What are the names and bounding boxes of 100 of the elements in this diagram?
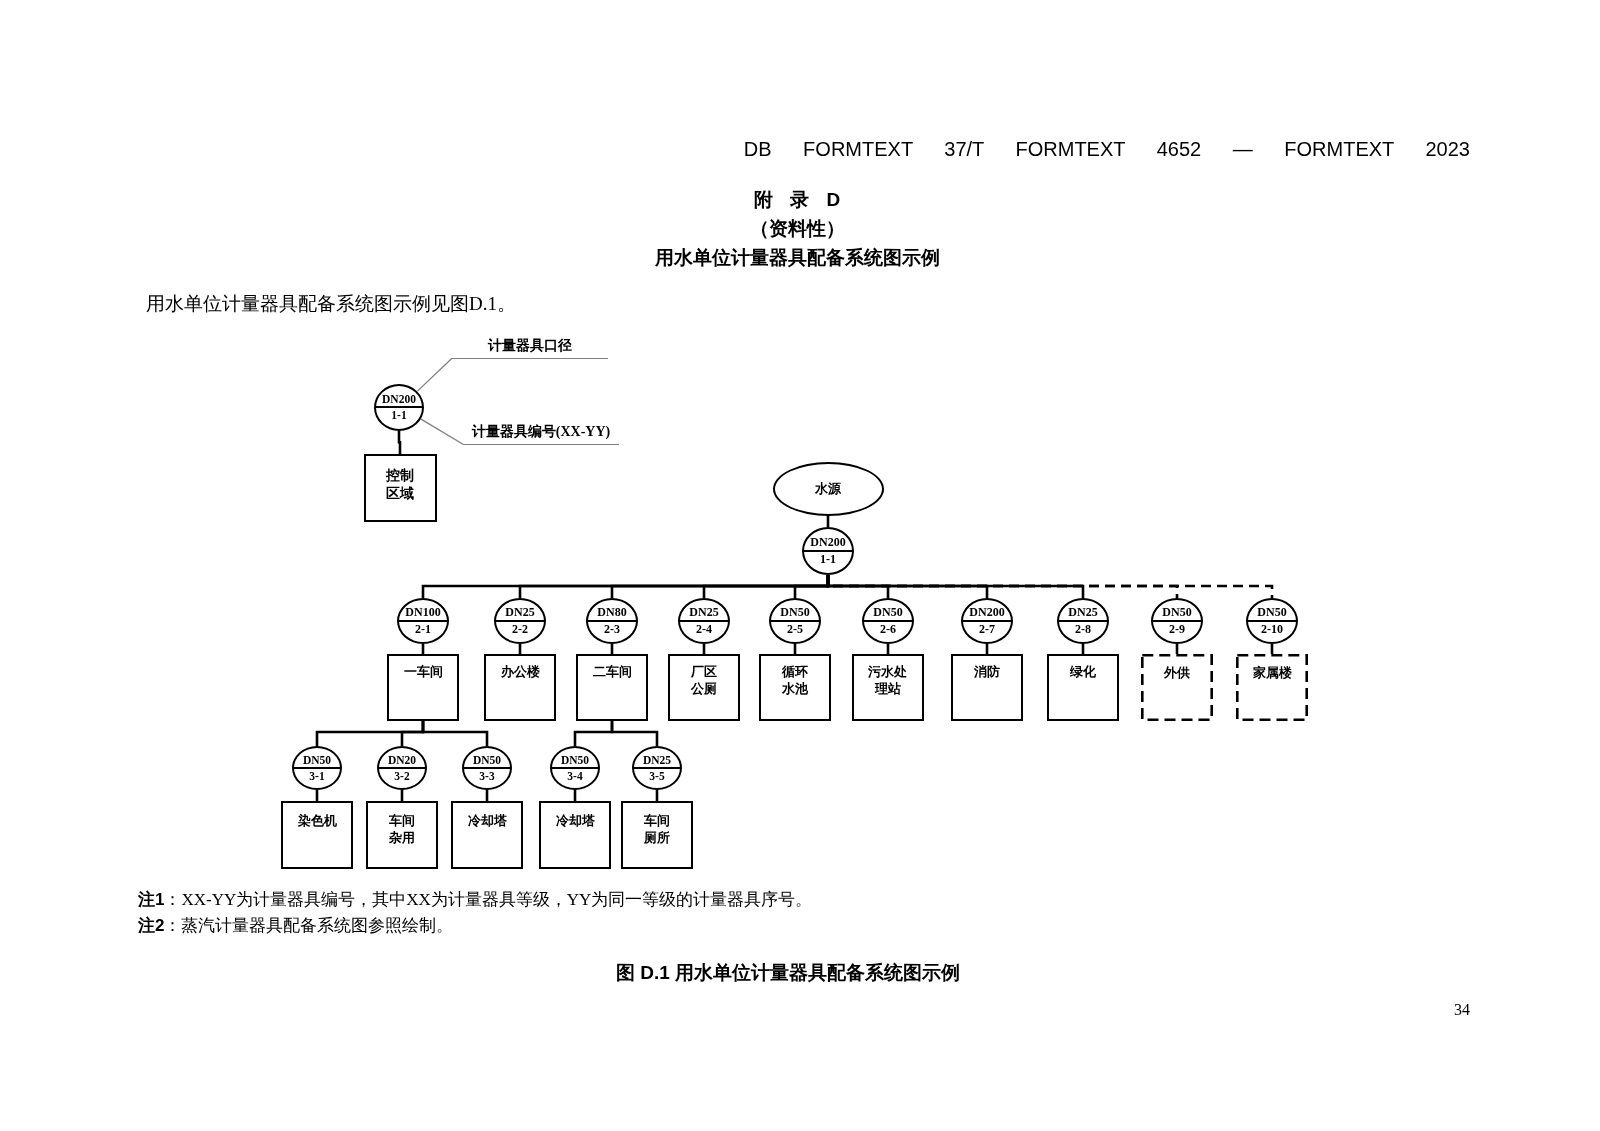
- meter-circle: [678, 598, 730, 644]
- meter-number-text: 1-1: [820, 553, 836, 566]
- area-box: [1047, 654, 1119, 721]
- meter-circle: [802, 527, 854, 575]
- meter-circle: [586, 598, 638, 644]
- pipe-size-text: DN100: [405, 606, 441, 619]
- pipe-size-text: DN50: [1257, 606, 1287, 619]
- area-box: [281, 801, 353, 869]
- meter-number-text: 1-1: [391, 409, 407, 422]
- area-box: [539, 801, 611, 869]
- meter-circle: [550, 746, 600, 790]
- connector-line: [397, 430, 402, 454]
- area-name: 办公楼: [500, 664, 540, 681]
- meter-circle: [397, 598, 449, 644]
- meter-number-text: 3-1: [309, 770, 325, 783]
- area-name: 车间杂用: [388, 813, 416, 847]
- area-name: 冷却塔: [467, 813, 507, 830]
- pipe-size-text: DN80: [597, 606, 627, 619]
- meter-number-text: 2-10: [1261, 623, 1283, 636]
- meter-circle: [494, 598, 546, 644]
- meter-number-text: 2-7: [979, 623, 995, 636]
- meter-number-text: 2-3: [604, 623, 620, 636]
- note-text: 注2：蒸汽计量器具配备系统图参照绘制。: [138, 915, 454, 937]
- area-name: 污水处理站: [867, 664, 909, 698]
- meter-circle: [862, 598, 914, 644]
- note-text: 注1：XX-YY为计量器具编号，其中XX为计量器具等级，YY为同一等级的计量器具序号。: [138, 889, 813, 911]
- area-name: 循环水池: [781, 664, 809, 698]
- meter-number-text: 3-4: [567, 770, 583, 783]
- connector-line: [610, 721, 659, 746]
- area-name: 二车间: [592, 664, 632, 681]
- page-number: 34: [1454, 1000, 1470, 1020]
- meter-circle: [1246, 598, 1298, 644]
- area-name: 厂区公厕: [690, 664, 718, 698]
- meter-circle: [1151, 598, 1203, 644]
- area-name: 车间厕所: [643, 813, 671, 847]
- area-name: 家属楼: [1252, 664, 1292, 682]
- pipe-size-text: DN25: [689, 606, 719, 619]
- pipe-size-text: DN25: [1068, 606, 1098, 619]
- meter-circle: [377, 746, 427, 790]
- area-box: [951, 654, 1023, 721]
- area-box: [759, 654, 831, 721]
- meter-circle: [374, 383, 424, 431]
- area-name: 冷却塔: [555, 813, 595, 830]
- leader-label: 计量器具编号(XX-YY): [463, 423, 619, 445]
- meter-circle: [961, 598, 1013, 644]
- meter-circle: [1057, 598, 1109, 644]
- area-name: 绿化: [1070, 664, 1096, 681]
- area-box: [484, 654, 556, 721]
- meter-number-text: 2-4: [696, 623, 712, 636]
- pipe-size-text: DN50: [1162, 606, 1192, 619]
- area-box: [668, 654, 740, 721]
- meter-number-text: 2-2: [512, 623, 528, 636]
- pipe-size-text: DN200: [382, 392, 416, 405]
- area-name: 染色机: [297, 813, 337, 830]
- pipe-size-text: DN50: [472, 753, 502, 766]
- pipe-size-text: DN200: [810, 536, 846, 549]
- meter-number-text: 2-8: [1075, 623, 1091, 636]
- area-name: 控制区域: [385, 467, 415, 504]
- document-code: DB FORMTEXT 37/T FORMTEXT 4652 — FORMTEXT 2023: [743, 136, 1470, 162]
- appendix-heading: 附 录 D: [753, 188, 841, 212]
- area-box: [1141, 654, 1213, 721]
- area-box: [852, 654, 924, 721]
- area-box: [576, 654, 648, 721]
- leader-line: [419, 418, 464, 445]
- meter-number-text: 3-5: [649, 770, 665, 783]
- meter-number-text: 2-9: [1169, 623, 1185, 636]
- leader-label: 计量器具口径: [452, 337, 608, 359]
- meter-number-text: 3-3: [479, 770, 495, 783]
- pipe-size-text: DN20: [387, 753, 417, 766]
- area-box: [1236, 654, 1308, 721]
- area-box: [366, 801, 438, 869]
- meter-number-text: 3-2: [394, 770, 410, 783]
- leader-line: [416, 357, 453, 392]
- meter-number-text: 2-6: [880, 623, 896, 636]
- source-name: 水源: [815, 480, 841, 498]
- area-name: 消防: [974, 664, 1000, 681]
- area-name: 一车间: [403, 664, 443, 681]
- meter-circle: [632, 746, 682, 790]
- section-title: 用水单位计量器具配备系统图示例: [654, 246, 940, 270]
- pipe-size-text: DN50: [780, 606, 810, 619]
- pipe-size-text: DN50: [560, 753, 590, 766]
- area-box: [363, 454, 437, 522]
- meter-circle: [462, 746, 512, 790]
- meter-circle: [769, 598, 821, 644]
- intro-text: 用水单位计量器具配备系统图示例见图D.1。: [146, 292, 516, 316]
- area-box: [451, 801, 523, 869]
- pipe-size-text: DN25: [505, 606, 535, 619]
- pipe-size-text: DN25: [642, 753, 672, 766]
- meter-number-text: 2-5: [787, 623, 803, 636]
- pipe-size-text: DN200: [969, 606, 1005, 619]
- meter-circle: [292, 746, 342, 790]
- appendix-type: （资料性）: [749, 217, 845, 241]
- area-name: 外供: [1164, 664, 1190, 682]
- area-box: [621, 801, 693, 869]
- connector-line: [421, 721, 489, 746]
- pipe-size-text: DN50: [873, 606, 903, 619]
- meter-number-text: 2-1: [415, 623, 431, 636]
- figure-caption: 图 D.1 用水单位计量器具配备系统图示例: [615, 961, 961, 985]
- pipe-size-text: DN50: [302, 753, 332, 766]
- area-box: [387, 654, 459, 721]
